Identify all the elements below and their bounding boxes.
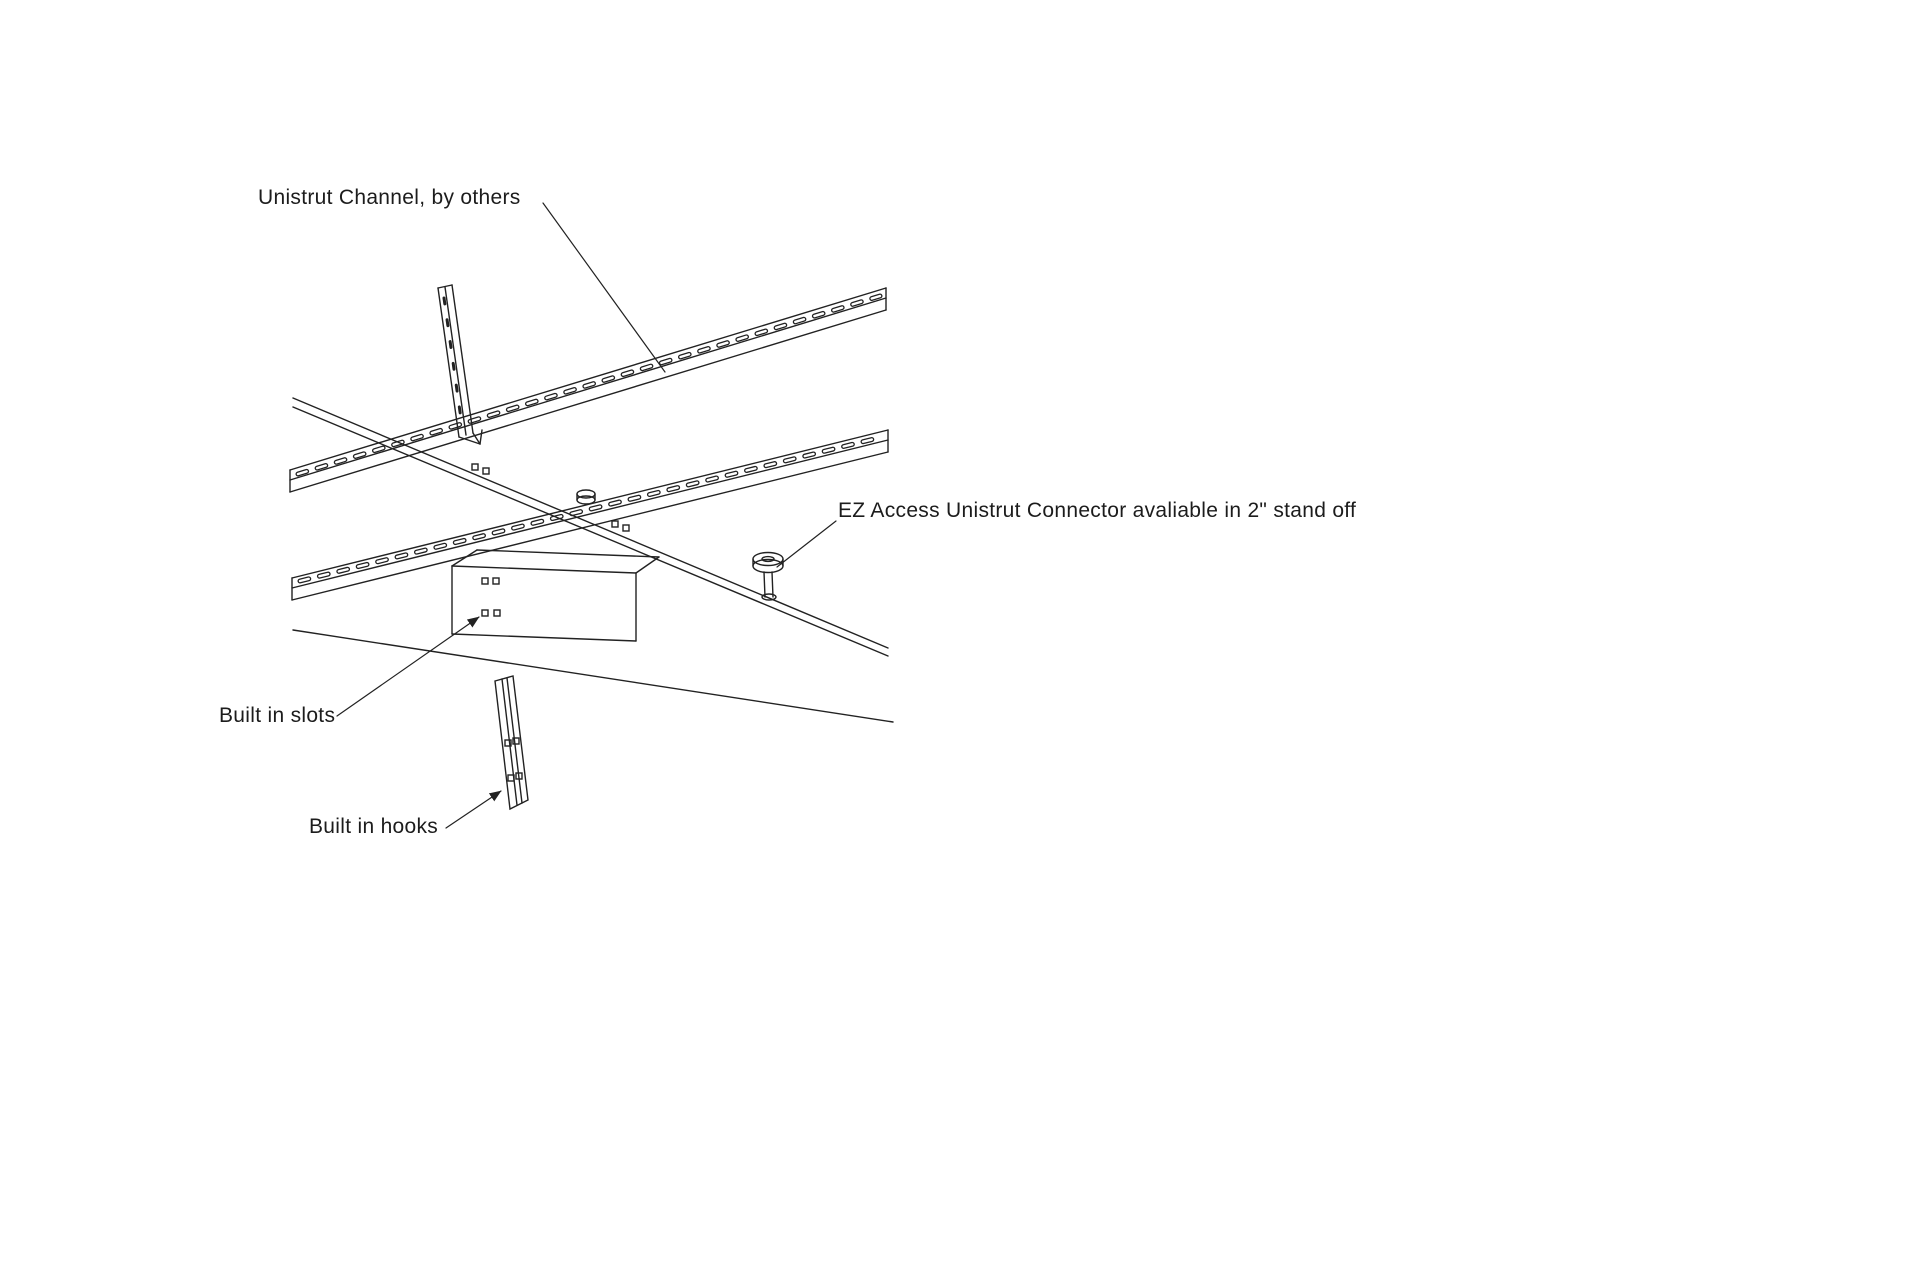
ez-access-connector [752,551,784,601]
label-built-in-hooks: Built in hooks [309,815,439,838]
hook-plate [494,675,529,811]
leader-unistrut-channel [542,202,666,373]
leader-ez-connector [776,520,837,568]
hanger-slots-row [442,296,464,428]
leader-lines [336,202,837,829]
built-in-slots [481,577,501,617]
unistrut-channel-front [291,429,889,601]
fixture-front-rail [292,629,894,723]
vertical-hanger-channel [437,284,483,445]
built-in-hooks [504,737,523,782]
label-unistrut-channel: Unistrut Channel, by others [258,186,521,209]
ez-access-connector-small [576,489,596,505]
fixture-rear-rail [292,397,889,657]
leader-built-in-hooks [445,790,502,829]
unistrut-channel-rear [289,287,887,493]
label-ez-connector: EZ Access Unistrut Connector avaliable i… [838,499,1357,522]
leader-built-in-slots [336,616,480,717]
label-built-in-slots: Built in slots [219,704,336,727]
fixture-body [451,549,660,642]
